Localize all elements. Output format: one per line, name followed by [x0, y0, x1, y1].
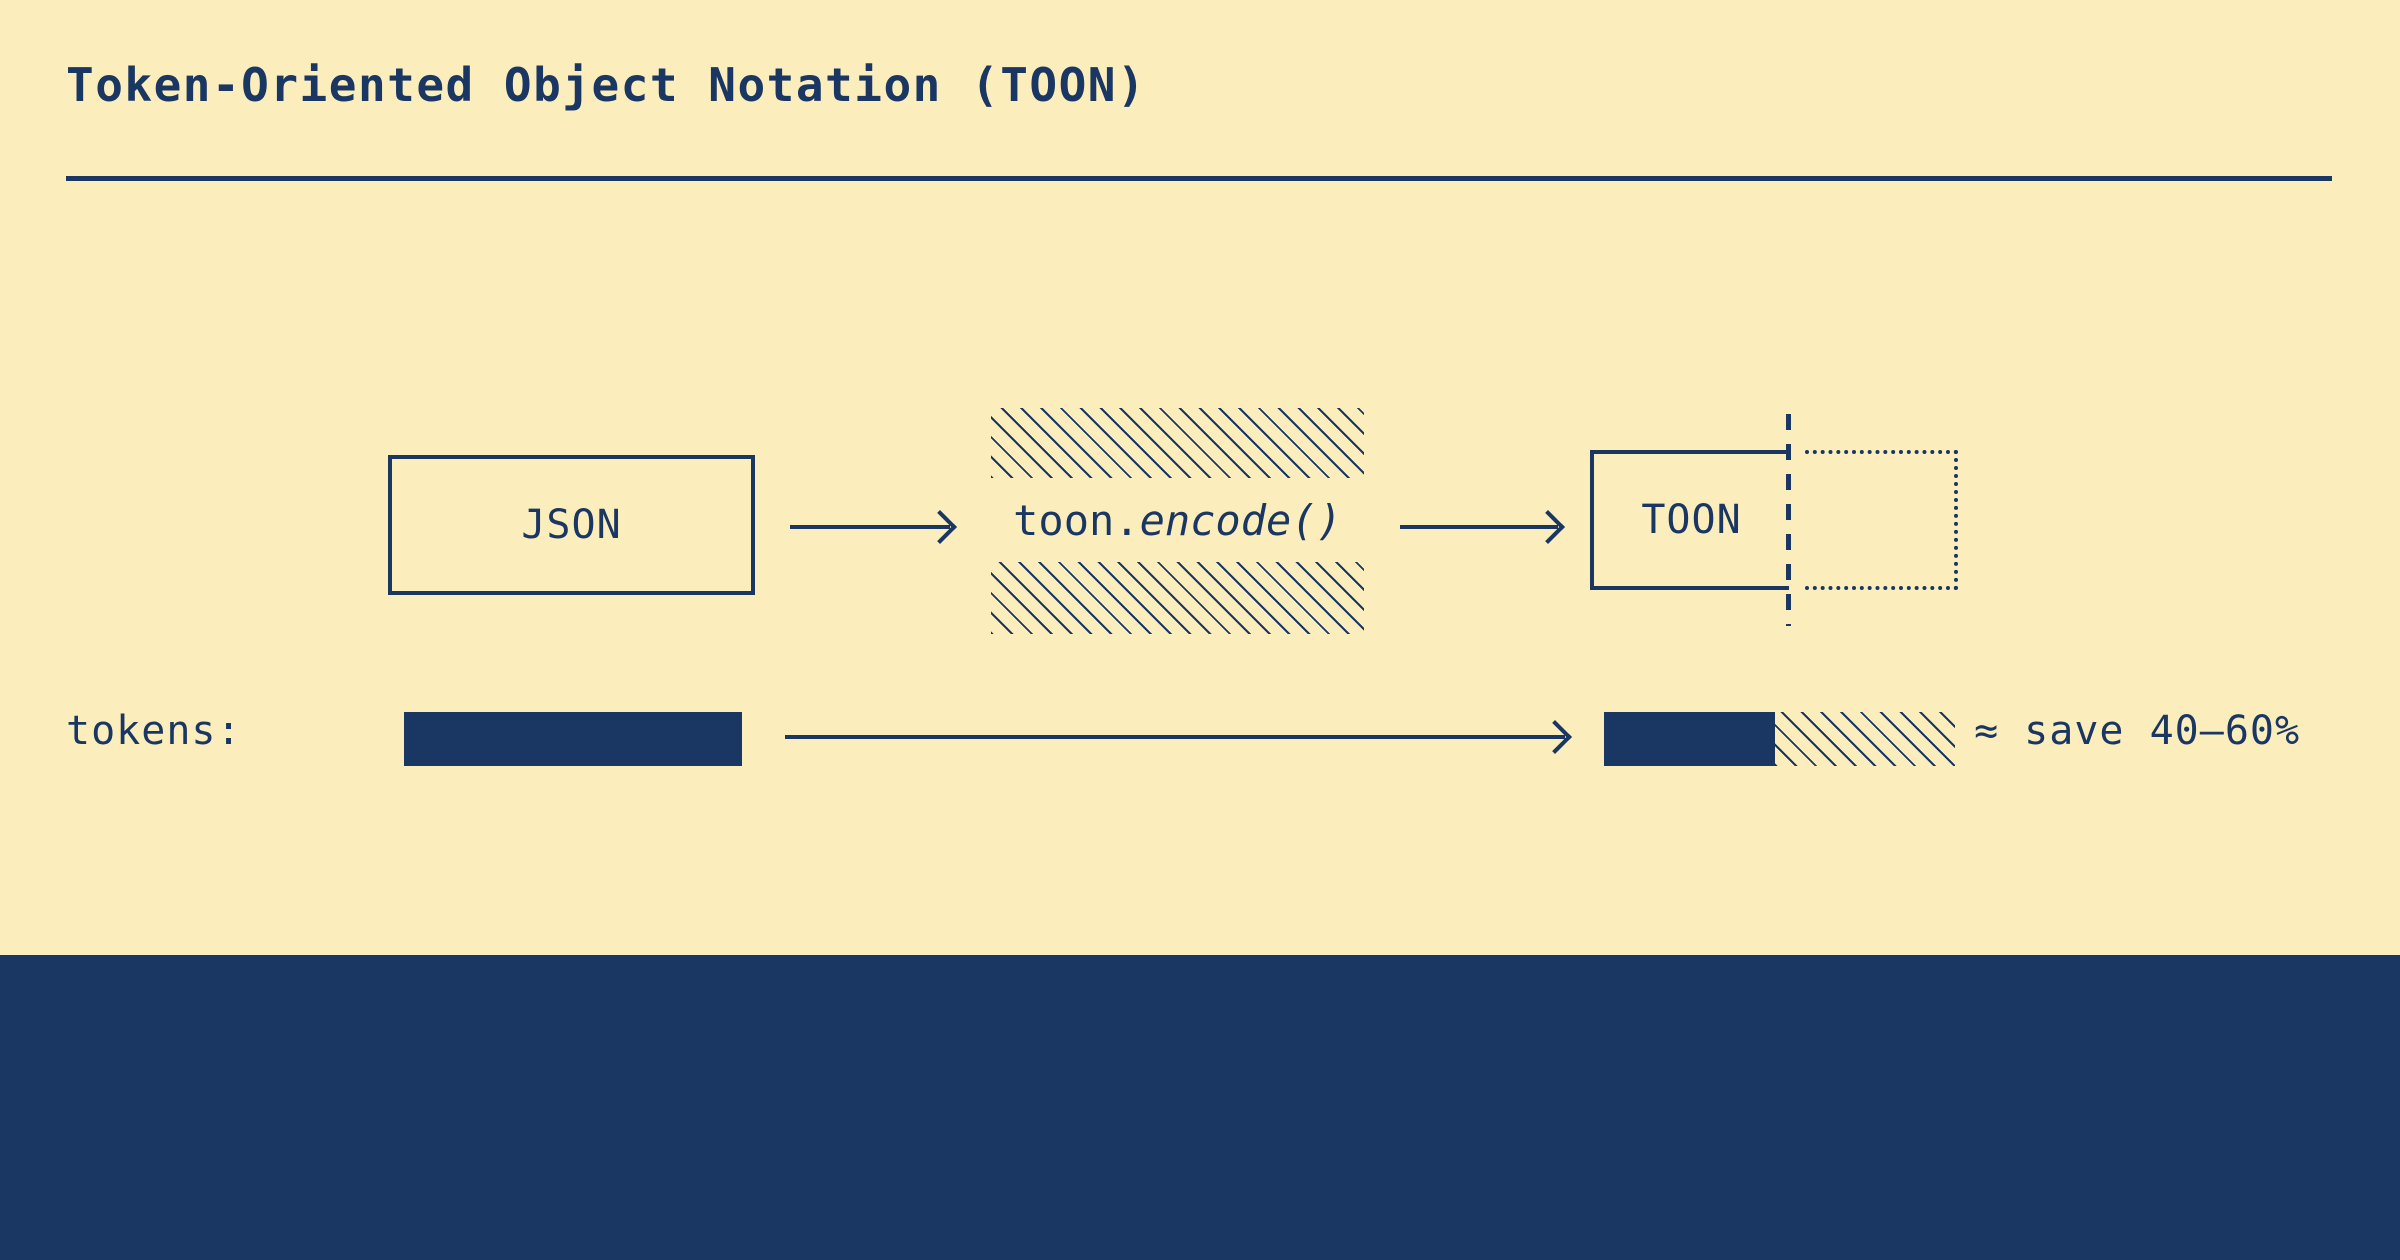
hatch-band-top: [991, 408, 1364, 478]
toon-target-box: TOON: [1590, 414, 1958, 626]
hatch-band-bottom: [991, 562, 1364, 634]
savings-note: ≈ save 40–60%: [1974, 708, 2301, 754]
encode-transform-group: toon.encode(): [991, 408, 1364, 634]
json-source-box: JSON: [388, 455, 755, 595]
tokens-bar-toon-saved: [1775, 712, 1955, 766]
toon-target-box-dotted-remainder: [1805, 450, 1958, 590]
encode-call: encode(): [1139, 495, 1342, 545]
page-title: Token-Oriented Object Notation (TOON): [66, 58, 1147, 112]
arrow-tokens-comparison-icon: [785, 735, 1565, 739]
toon-target-box-label: TOON: [1641, 497, 1742, 543]
sample-panel: sample: JSON → { "tags": ["jazz", "chill…: [0, 955, 2400, 1260]
toon-target-box-solid: TOON: [1590, 450, 1789, 590]
diagram-panel: Token-Oriented Object Notation (TOON) JS…: [0, 0, 2400, 955]
tokens-bar-toon: [1604, 712, 1955, 766]
encode-namespace: toon.: [1013, 495, 1140, 545]
toon-box-dashed-divider: [1786, 414, 1791, 626]
tokens-bar-toon-used: [1604, 712, 1775, 766]
arrow-json-to-encode-icon: [790, 525, 950, 529]
encode-function-label: toon.encode(): [991, 478, 1364, 562]
arrow-encode-to-toon-icon: [1400, 525, 1558, 529]
title-divider: [66, 176, 2332, 181]
tokens-row-label: tokens:: [66, 708, 242, 754]
tokens-bar-json: [404, 712, 742, 766]
json-source-box-label: JSON: [521, 502, 622, 548]
